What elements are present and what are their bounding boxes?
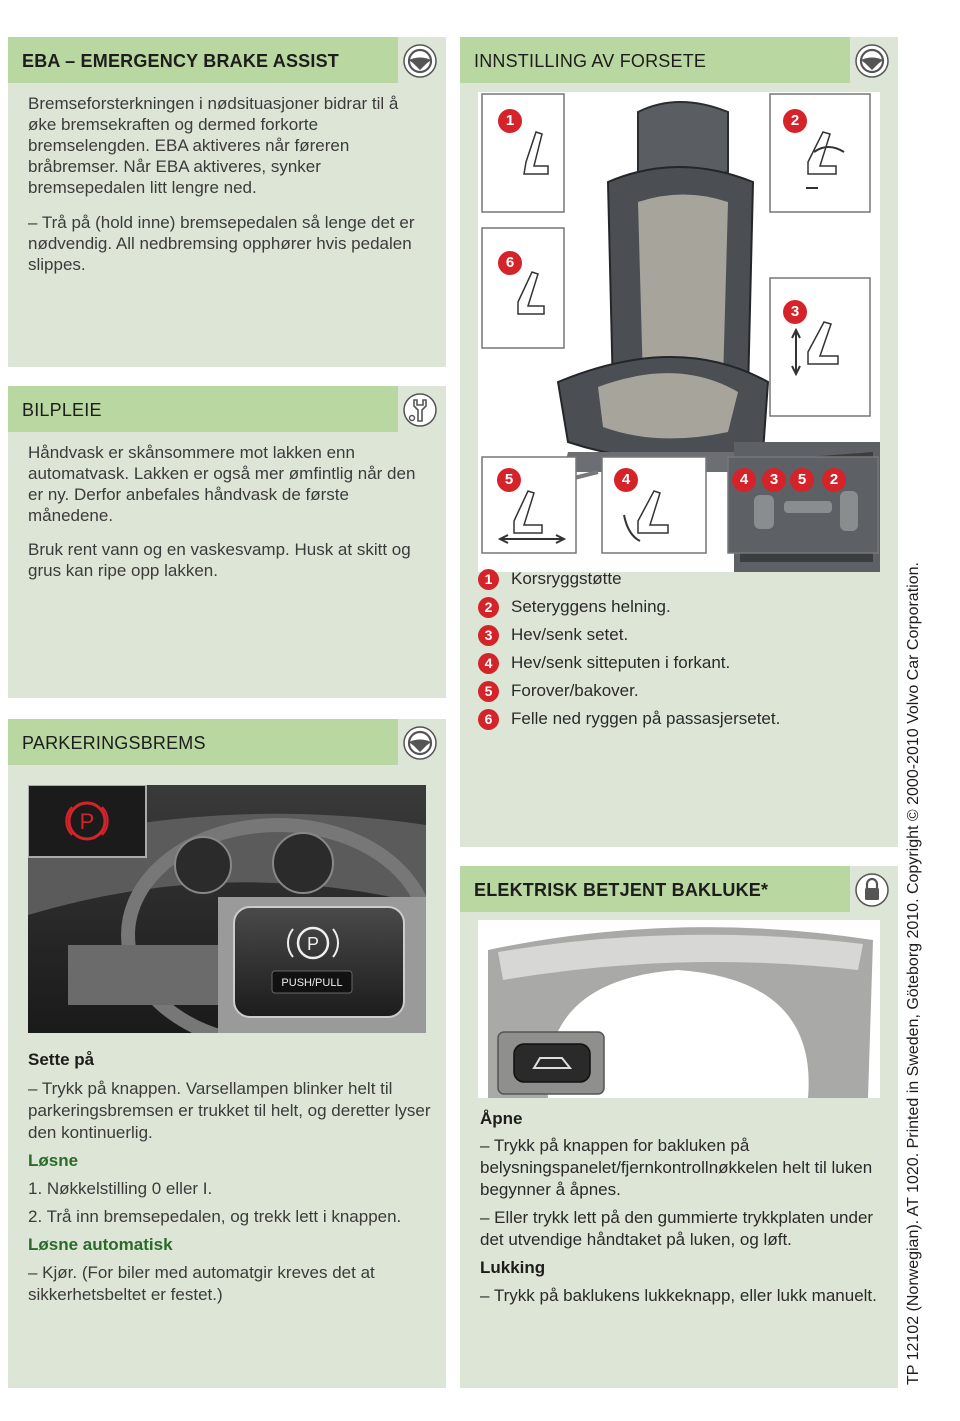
legend-text: Korsryggstøtte — [511, 569, 622, 588]
eba-paragraph-2: – Trå på (hold inne) bremsepedalen så le… — [28, 213, 415, 274]
parkeringsbrems-header: PARKERINGSBREMS — [8, 719, 446, 765]
badge-2: 2 — [783, 109, 807, 133]
badge-2b: 2 — [822, 468, 846, 492]
lock-icon — [855, 873, 889, 907]
legend-text: Felle ned ryggen på passasjersetet. — [511, 709, 781, 728]
badge-3b: 3 — [762, 468, 786, 492]
badge-5b: 5 — [790, 468, 814, 492]
losne-step-2: 2. Trå inn bremsepedalen, og trekk lett … — [28, 1207, 402, 1226]
eba-paragraph-1: Bremseforsterkningen i nødsituasjoner bi… — [28, 94, 399, 197]
badge-4: 4 — [614, 468, 638, 492]
sette-pa-step: – Trykk på knappen. Varsellampen blinker… — [28, 1079, 431, 1142]
steering-wheel-icon — [403, 726, 437, 760]
losne-automatisk-heading: Løsne automatisk — [28, 1235, 173, 1254]
badge-6: 6 — [498, 251, 522, 275]
legend-text: Forover/bakover. — [511, 681, 639, 700]
legend-text: Hev/senk setet. — [511, 625, 629, 644]
bakluke-title: ELEKTRISK BETJENT BAKLUKE* — [474, 880, 769, 900]
svg-text:P: P — [80, 809, 95, 834]
svg-text:P: P — [307, 934, 319, 954]
apne-heading: Åpne — [480, 1109, 523, 1128]
bakluke-header: ELEKTRISK BETJENT BAKLUKE* — [460, 866, 898, 912]
seat-control-details — [481, 456, 879, 554]
lukking-step: – Trykk på baklukens lukkeknapp, eller l… — [480, 1286, 877, 1305]
bakluke-panel: ELEKTRISK BETJENT BAKLUKE* Åpne – Trykk … — [460, 866, 898, 1388]
parkeringsbrems-panel: PARKERINGSBREMS P P — [8, 719, 446, 1388]
bilpleie-panel: BILPLEIE Håndvask er skånsommere mot lak… — [8, 386, 446, 698]
badge-1: 1 — [498, 109, 522, 133]
bilpleie-paragraph-2: Bruk rent vann og en vaskesvamp. Husk at… — [28, 540, 411, 580]
parkeringsbrems-title: PARKERINGSBREMS — [22, 733, 206, 753]
wrench-icon — [403, 393, 437, 427]
eba-panel: EBA – EMERGENCY BRAKE ASSIST Bremseforst… — [8, 37, 446, 367]
forsete-title: INNSTILLING AV FORSETE — [474, 51, 707, 71]
eba-header: EBA – EMERGENCY BRAKE ASSIST — [8, 37, 446, 83]
copyright-footer: TP 12102 (Norwegian). AT 1020. Printed i… — [905, 562, 922, 1385]
seat-illustration — [478, 92, 880, 572]
forsete-header: INNSTILLING AV FORSETE — [460, 37, 898, 83]
bilpleie-title: BILPLEIE — [22, 400, 102, 420]
losne-step-1: 1. Nøkkelstilling 0 eller I. — [28, 1179, 213, 1198]
losne-heading: Løsne — [28, 1151, 79, 1170]
tailgate-photo — [478, 920, 880, 1098]
steering-wheel-icon — [403, 44, 437, 78]
losne-automatisk-step: – Kjør. (For biler med automatgir kreves… — [28, 1263, 375, 1304]
eba-title: EBA – EMERGENCY BRAKE ASSIST — [22, 51, 339, 71]
forsete-panel: INNSTILLING AV FORSETE — [460, 37, 898, 847]
legend-text: Hev/senk sitteputen i forkant. — [511, 653, 731, 672]
badge-3: 3 — [783, 300, 807, 324]
sette-pa-heading: Sette på — [28, 1050, 95, 1069]
steering-wheel-icon — [855, 44, 889, 78]
lukking-heading: Lukking — [480, 1258, 546, 1277]
apne-step-2: – Eller trykk lett på den gummierte tryk… — [480, 1208, 874, 1249]
badge-5: 5 — [497, 468, 521, 492]
bilpleie-header: BILPLEIE — [8, 386, 446, 432]
apne-step-1: – Trykk på knappen for bakluken på belys… — [480, 1136, 873, 1199]
bilpleie-paragraph-1: Håndvask er skånsommere mot lakken enn a… — [28, 443, 416, 525]
parking-brake-photo: P P — [28, 785, 426, 1033]
badge-4b: 4 — [732, 468, 756, 492]
legend-text: Seteryggens helning. — [511, 597, 671, 616]
push-pull-label: PUSH/PULL — [281, 977, 343, 989]
